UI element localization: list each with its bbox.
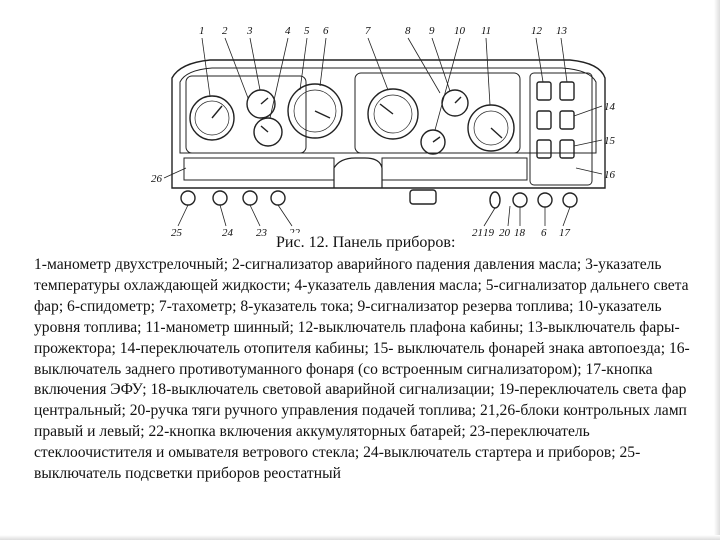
callout-21: 21 bbox=[472, 227, 483, 239]
callout-26: 26 bbox=[151, 173, 163, 185]
callout-15: 15 bbox=[604, 135, 616, 147]
gauge-fuel bbox=[420, 129, 446, 155]
panel-inner-outline bbox=[179, 67, 597, 154]
callout-1: 1 bbox=[199, 25, 205, 37]
callout-11: 11 bbox=[481, 25, 491, 37]
callout-6: 6 bbox=[323, 25, 329, 37]
callout-6b: 6 bbox=[541, 227, 547, 239]
center-gauge-housing bbox=[354, 72, 521, 154]
gauge-temp bbox=[246, 89, 276, 119]
instrument-panel-svg: 1 2 3 4 5 6 7 8 9 10 11 12 13 14 15 16 1… bbox=[151, 25, 616, 239]
callout-16: 16 bbox=[604, 169, 616, 181]
callout-23: 23 bbox=[256, 227, 268, 239]
callout-20: 20 bbox=[499, 227, 511, 239]
figure-caption: Рис. 12. Панель приборов: bbox=[272, 233, 460, 253]
callout-8: 8 bbox=[405, 25, 411, 37]
callout-14: 14 bbox=[604, 101, 616, 113]
right-switch-housing bbox=[529, 72, 593, 186]
callout-3: 3 bbox=[246, 25, 253, 37]
right-edge-shadow bbox=[714, 0, 720, 540]
callout-25: 25 bbox=[171, 227, 183, 239]
callout-24: 24 bbox=[222, 227, 234, 239]
callout-9: 9 bbox=[429, 25, 435, 37]
callout-13: 13 bbox=[556, 25, 568, 37]
panel-outline bbox=[171, 59, 606, 189]
callout-17: 17 bbox=[559, 227, 571, 239]
gauge-tachometer bbox=[367, 88, 419, 140]
callout-4: 4 bbox=[285, 25, 291, 37]
right-lamp-block bbox=[381, 157, 528, 181]
gauge-oil bbox=[253, 117, 283, 147]
gauge-pressure bbox=[189, 95, 235, 141]
instrument-panel-drawing: 1 2 3 4 5 6 7 8 9 10 11 12 13 14 15 16 1… bbox=[150, 18, 620, 240]
left-gauge-housing bbox=[185, 75, 307, 154]
callout-5: 5 bbox=[304, 25, 310, 37]
callout-12: 12 bbox=[531, 25, 543, 37]
gauge-speedometer bbox=[287, 83, 343, 139]
left-lamp-block bbox=[183, 157, 335, 181]
callout-10: 10 bbox=[454, 25, 466, 37]
callout-19: 19 bbox=[483, 227, 495, 239]
callout-7: 7 bbox=[365, 25, 371, 37]
steering-column-cutout bbox=[333, 157, 383, 188]
figure-legend-text: 1-манометр двухстрелочный; 2-сигнализато… bbox=[34, 256, 690, 483]
bottom-edge-shadow bbox=[0, 535, 720, 540]
callout-18: 18 bbox=[514, 227, 526, 239]
callout-numbers: 1 2 3 4 5 6 7 8 9 10 11 12 13 14 15 16 1… bbox=[151, 25, 616, 239]
callout-2: 2 bbox=[222, 25, 228, 37]
gauge-tire-pressure bbox=[467, 104, 515, 152]
